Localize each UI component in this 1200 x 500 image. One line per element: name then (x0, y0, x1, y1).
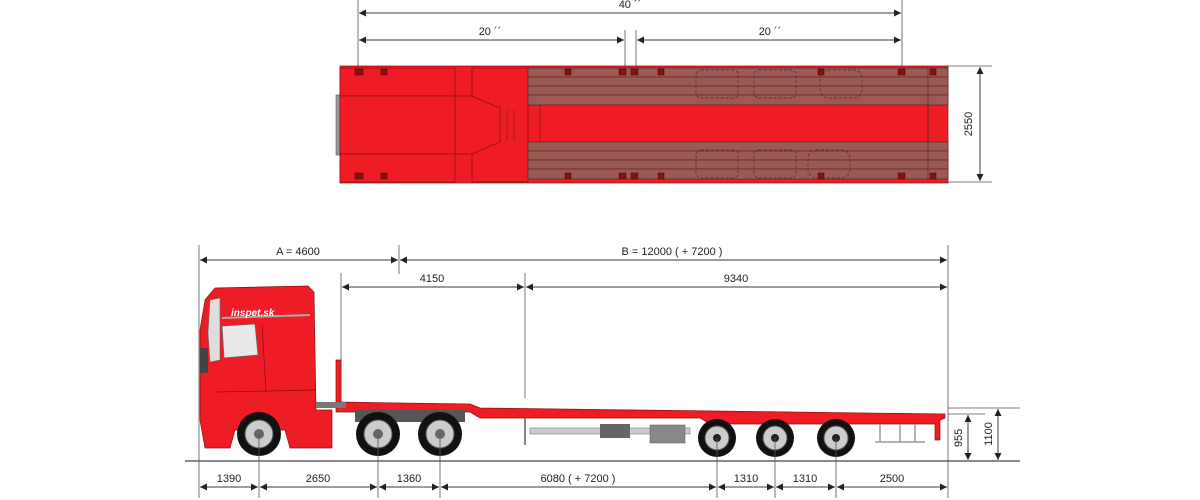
top-dimension-lines: 40 ´´ 20 ´´ 20 ´´ (357, 0, 903, 72)
dim-label-1390: 1390 (217, 473, 241, 485)
dim-label-6080: 6080 ( + 7200 ) (541, 473, 616, 485)
side-view: A = 4600 B = 12000 ( + 7200 ) 4150 9340 (185, 245, 1020, 498)
dim-label-955: 955 (953, 429, 965, 447)
dim-label-1360: 1360 (397, 473, 421, 485)
top-view-truck (335, 65, 949, 184)
dim-label-20ft-right: 20 ´´ (759, 26, 782, 38)
dim-label-width: 2550 (963, 112, 975, 136)
dim-label-a: A = 4600 (276, 246, 320, 258)
cab-window (221, 323, 259, 359)
dim-label-front: 4150 (420, 273, 444, 285)
trailer (335, 359, 946, 445)
dim-label-1310-a: 1310 (734, 473, 758, 485)
twist-locks (354, 68, 937, 180)
logo: inspet.sk (231, 308, 275, 319)
dim-label-40ft: 40 ´´ (619, 0, 642, 11)
side-bottom-dimensions: 1390 2650 1360 6080 ( + 7200 ) 1310 1310… (198, 434, 949, 498)
top-view: 40 ´´ 20 ´´ 20 ´´ (335, 0, 992, 184)
side-height-dimensions: 955 1100 (948, 407, 1020, 460)
dim-label-2650: 2650 (306, 473, 330, 485)
side-top-dimensions: A = 4600 B = 12000 ( + 7200 ) 4150 9340 (198, 245, 949, 461)
dim-label-rear: 9340 (724, 273, 748, 285)
dim-label-b: B = 12000 ( + 7200 ) (622, 246, 723, 258)
width-dimension: 2550 (948, 65, 992, 183)
dim-label-2500: 2500 (880, 473, 904, 485)
dim-label-20ft-left: 20 ´´ (479, 26, 502, 38)
dim-label-1310-b: 1310 (793, 473, 817, 485)
tire-outlines-top (695, 69, 863, 179)
dim-label-1100: 1100 (983, 422, 995, 446)
